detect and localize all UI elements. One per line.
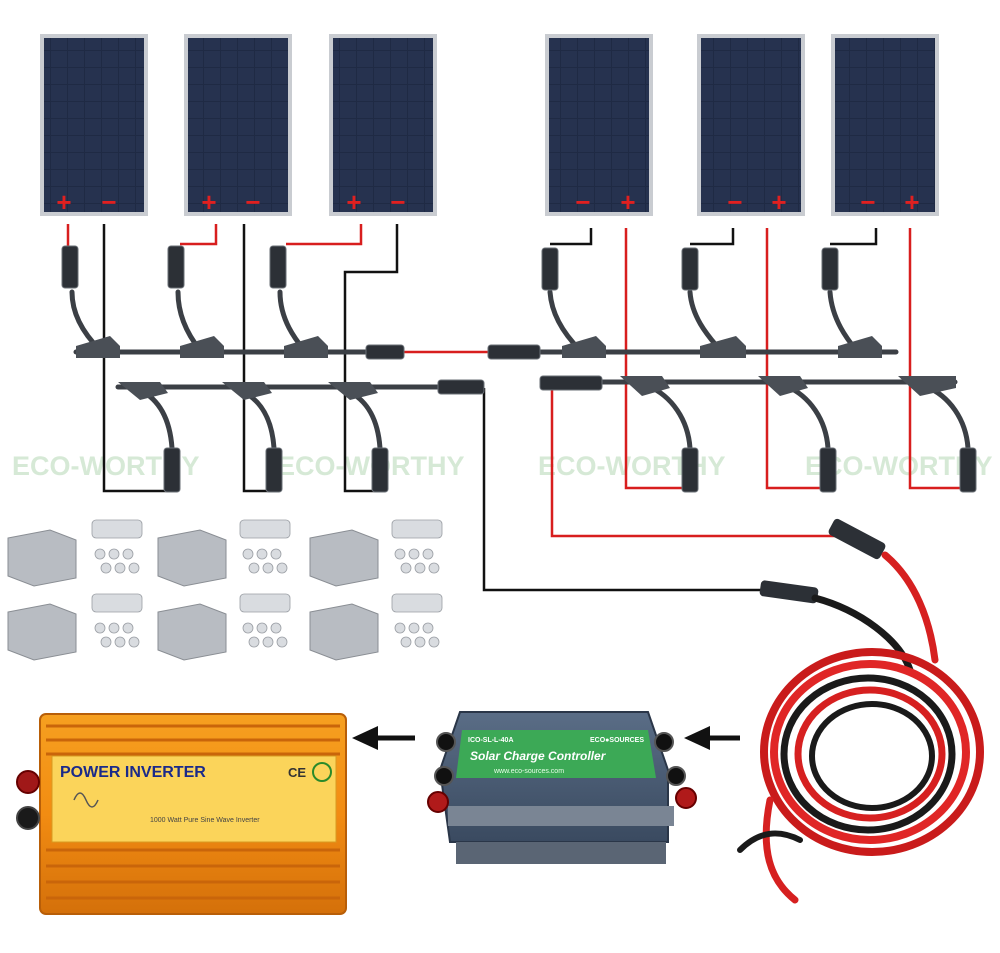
bolt-nut-sets [91,519,443,648]
power-inverter: POWER INVERTER CE 1000 Watt Pure Sine Wa… [16,713,347,915]
certification-icon [312,762,332,782]
controller-website: www.eco-sources.com [493,768,564,775]
watermark-2: ECO-WORTHY [277,451,464,481]
branch-connectors [69,289,971,451]
controller-brand: ECO●SOURCES [590,737,644,744]
controller-model: ICO-SL-L-40A [468,737,514,744]
mc4-plugs [61,245,977,493]
panel-2-negative-label: − [245,187,260,217]
solar-panel-3 [329,34,437,216]
controller-battery-positive-terminal [427,791,449,813]
solar-panel-6 [831,34,939,216]
solar-panel-5 [697,34,805,216]
inverter-ce-mark: CE [288,765,306,780]
sine-wave-icon [73,792,99,808]
panel-2-positive-label: + [201,187,216,217]
mounting-hardware [7,519,443,661]
controller-load-positive-terminal [675,787,697,809]
inverter-negative-terminal [16,806,40,830]
panel-6-positive-label: + [904,187,919,217]
controller-title: Solar Charge Controller [470,749,607,763]
solar-panel-2 [184,34,292,216]
y-junction-bodies [76,336,956,400]
panel-leads [66,224,968,592]
inverter-title: POWER INVERTER [60,764,206,781]
panel-5-negative-label: − [727,187,742,217]
solar-panel-1 [40,34,148,216]
controller-terminal-left-2 [434,766,454,786]
panel-1-negative-label: − [101,187,116,217]
cable-coil [737,518,984,904]
arrow-cable-to-controller-icon [684,726,740,750]
panel-5-positive-label: + [771,187,786,217]
panel-6-negative-label: − [860,187,875,217]
panel-1-positive-label: + [56,187,71,217]
inverter-positive-terminal [16,770,40,794]
controller-terminal-right-2 [666,766,686,786]
controller-pv-terminal-left [436,732,456,752]
inverter-subtitle: 1000 Watt Pure Sine Wave Inverter [150,817,260,824]
arrow-controller-to-inverter-icon [352,726,415,750]
panel-4-negative-label: − [575,187,590,217]
controller-pv-terminal-right [654,732,674,752]
panel-3-positive-label: + [346,187,361,217]
solar-panel-4 [545,34,653,216]
panel-4-positive-label: + [620,187,635,217]
panel-3-negative-label: − [390,187,405,217]
charge-controller: ICO-SL-L-40A Solar Charge Controller ECO… [427,711,697,864]
